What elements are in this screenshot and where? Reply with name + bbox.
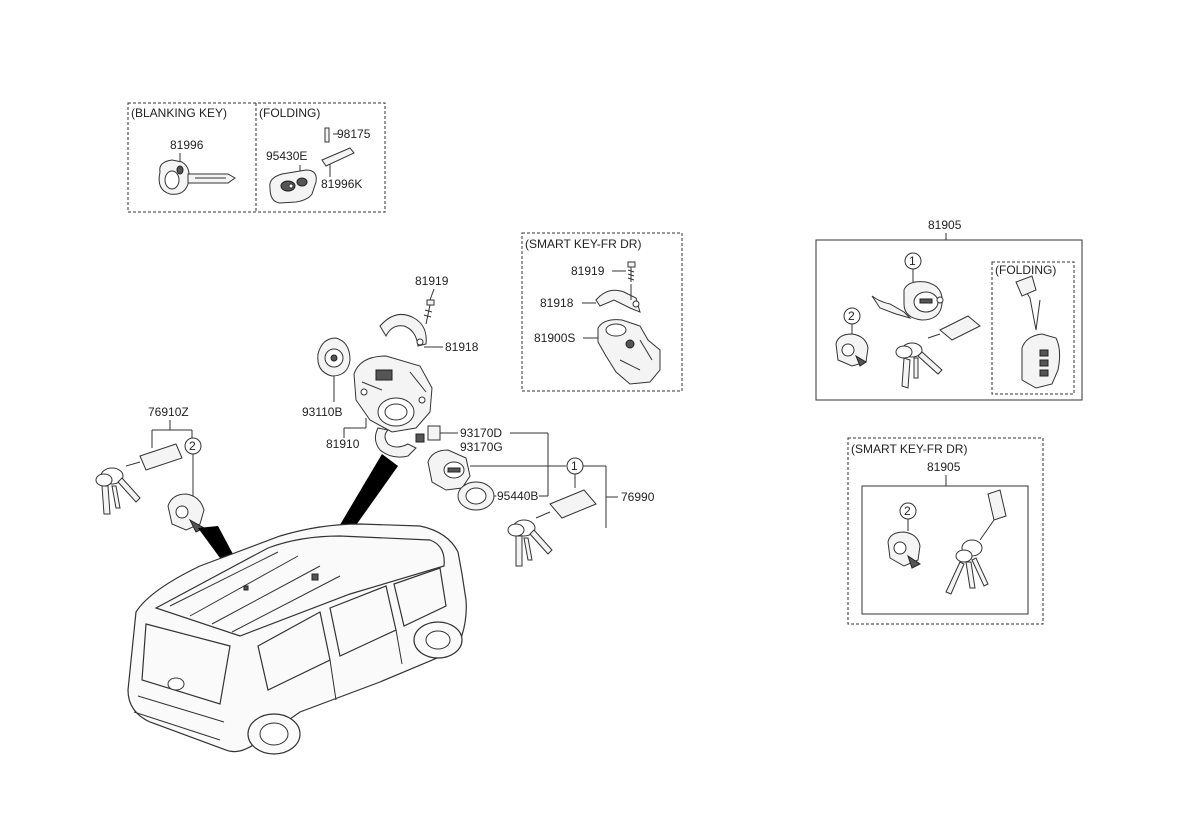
part-81919-label: 81919 <box>415 274 449 288</box>
blanking-key-icon <box>158 159 236 195</box>
part-81918-label: 81918 <box>445 340 479 354</box>
part-81910-label: 81910 <box>326 437 360 451</box>
part-98175-icon <box>324 127 330 143</box>
main-ignition-assembly: 81919 81918 931 <box>302 274 655 576</box>
callout-1-main-text: 1 <box>571 459 578 473</box>
folding-key-blade-icon <box>321 147 355 167</box>
set-door-lock-icon <box>835 333 869 367</box>
part-93170G-label: 93170G <box>460 440 503 454</box>
set-81905-box: 81905 (FOLDING) 1 2 <box>815 218 1083 401</box>
switch-93110B-icon <box>317 337 351 377</box>
part-81996-label: 81996 <box>170 138 204 152</box>
part-76990-label: 76990 <box>621 490 655 504</box>
callout-2-text-b: 2 <box>904 504 911 518</box>
sk-lock-body-icon <box>597 319 661 385</box>
smart-key-fr-dr-right-label: (SMART KEY-FR DR) <box>851 442 967 456</box>
part-81996K-label: 81996K <box>321 177 362 191</box>
blanking-folding-inset: (BLANKING KEY) (FOLDING) 81996 98175 954… <box>127 102 386 213</box>
callout-1-text: 1 <box>909 254 916 268</box>
callout-2-left-text: 2 <box>189 439 196 453</box>
sk-right-door-lock-icon <box>887 531 921 569</box>
part-76910Z-label: 76910Z <box>148 405 189 419</box>
key-cylinder-icon <box>427 449 471 491</box>
set-ignition-cylinder-icon <box>871 281 944 321</box>
part-95440B-label: 95440B <box>497 489 538 503</box>
folding-key-fob-icon <box>269 169 317 204</box>
sk-part-81919-label: 81919 <box>571 264 605 278</box>
sk-part-81900S-label: 81900S <box>534 331 575 345</box>
sk-bracket-icon <box>595 284 641 313</box>
set-keys-with-tag-icon <box>895 315 981 389</box>
part-95430E-label: 95430E <box>266 149 307 163</box>
smart-key-fr-dr-right-inset: (SMART KEY-FR DR) 81905 2 <box>847 437 1044 625</box>
folding-label: (FOLDING) <box>259 106 320 120</box>
set-81905-label: 81905 <box>928 218 962 232</box>
smart-key-fr-dr-label: (SMART KEY-FR DR) <box>525 237 641 251</box>
smart-key-fr-dr-inset: (SMART KEY-FR DR) 81919 81918 81900S <box>521 232 683 392</box>
set-folding-fob-icon <box>1015 275 1061 389</box>
sk-right-keys-icon <box>945 489 1007 595</box>
main-keys-with-tag-icon <box>507 489 597 567</box>
part-93170D-label: 93170D <box>460 426 502 440</box>
main-bracket-icon <box>379 313 427 347</box>
sk-part-81918-label: 81918 <box>540 296 574 310</box>
part-98175-label: 98175 <box>337 127 371 141</box>
rear-lock-cylinder-icon <box>167 493 206 533</box>
part-93110B-label: 93110B <box>302 405 342 419</box>
wiring-loop-icon <box>374 427 417 458</box>
folding-right-label: (FOLDING) <box>995 263 1056 277</box>
ignition-housing-icon <box>353 355 433 433</box>
callout-2-text-a: 2 <box>848 309 855 323</box>
left-keys-with-tag-icon <box>95 443 183 515</box>
vehicle-illustration <box>127 523 467 755</box>
connector-93170-icon <box>415 425 441 443</box>
rear-lock-set-76910Z: 76910Z 2 <box>95 405 250 588</box>
sk-screw-icon <box>627 261 636 282</box>
set-81905-right-label: 81905 <box>927 460 961 474</box>
main-screw-icon <box>423 299 435 325</box>
blanking-key-label: (BLANKING KEY) <box>131 106 227 120</box>
bezel-ring-icon <box>457 481 495 511</box>
